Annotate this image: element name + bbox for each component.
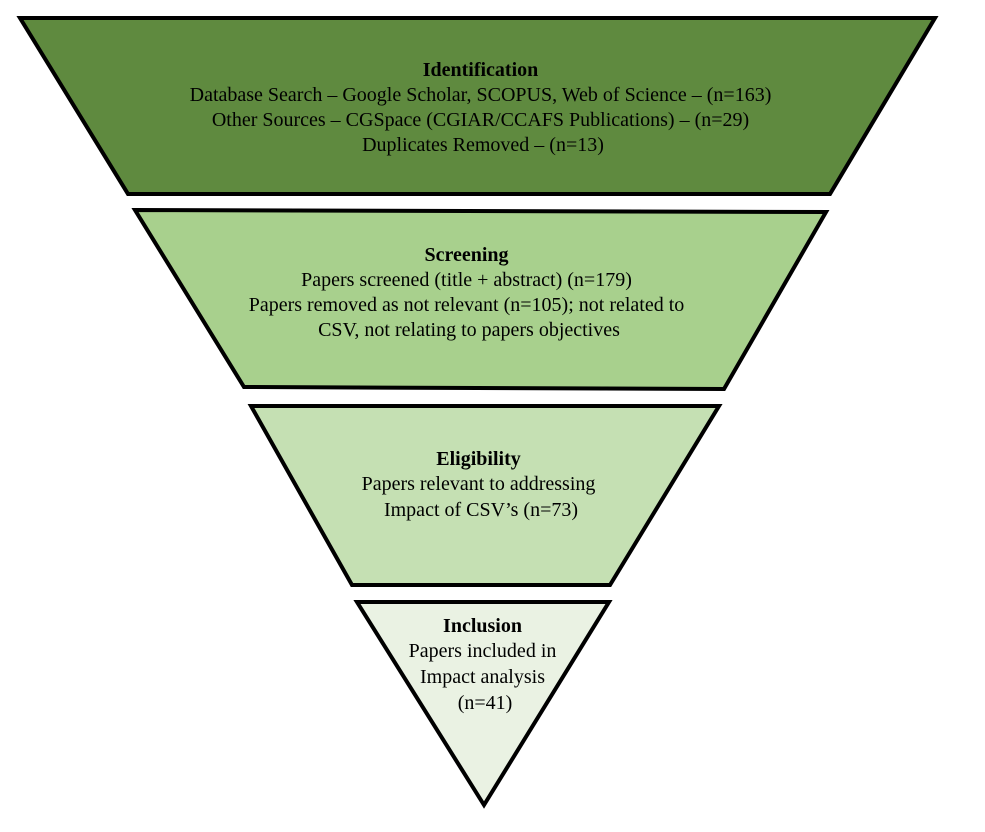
stage-inclusion-line-3: (n=41)	[458, 692, 513, 714]
stage-inclusion-line-1: Papers included in	[409, 640, 557, 662]
stage-eligibility-line-1: Papers relevant to addressing	[362, 473, 596, 495]
stage-eligibility-shape	[247, 404, 723, 587]
stage-inclusion-line-2: Impact analysis	[420, 666, 545, 688]
stage-screening-line-3: CSV, not relating to papers objectives	[318, 319, 620, 341]
stage-eligibility: Eligibility Papers relevant to addressin…	[247, 404, 723, 587]
svg-text:Inclusion Papers include: Inclusion Papers included in Impact anal…	[409, 615, 562, 714]
stage-inclusion: Inclusion Papers included in Impact anal…	[353, 600, 613, 809]
stage-screening-shape	[131, 207, 830, 392]
stage-identification: Identification Database Search – Google …	[16, 16, 939, 196]
stage-identification-shape	[16, 16, 939, 196]
stage-eligibility-line-2: Impact of CSV’s (n=73)	[384, 499, 578, 521]
svg-text:Identification Database: Identification Database Search – Google …	[190, 59, 777, 156]
stage-identification-line-3: Duplicates Removed – (n=13)	[362, 134, 604, 156]
stage-screening: Screening Papers screened (title + abstr…	[131, 207, 830, 392]
stage-identification-line-2: Other Sources – CGSpace (CGIAR/CCAFS Pub…	[212, 109, 749, 131]
stage-eligibility-title: Eligibility	[436, 448, 520, 470]
stage-screening-title: Screening	[424, 244, 508, 266]
stage-screening-line-2: Papers removed as not relevant (n=105); …	[249, 294, 685, 316]
svg-text:Eligibility Papers relev: Eligibility Papers relevant to addressin…	[362, 448, 601, 521]
stage-identification-title: Identification	[423, 59, 539, 81]
svg-text:Screening Papers screene: Screening Papers screened (title + abstr…	[249, 244, 690, 341]
stage-screening-line-1: Papers screened (title + abstract) (n=17…	[301, 269, 632, 291]
stage-identification-line-1: Database Search – Google Scholar, SCOPUS…	[190, 84, 772, 106]
stage-inclusion-title: Inclusion	[443, 615, 522, 637]
stage-inclusion-shape	[353, 600, 613, 809]
